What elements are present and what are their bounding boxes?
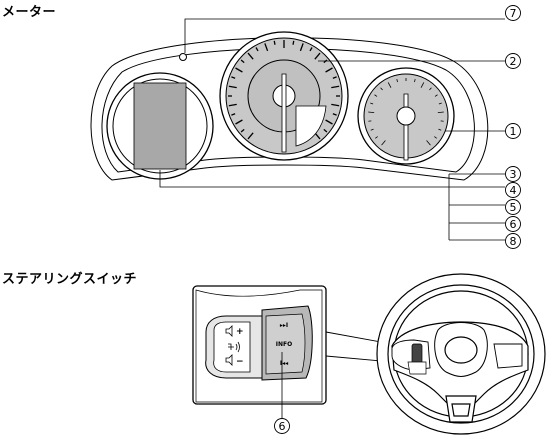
scale-tick	[370, 102, 374, 105]
speedometer-needle	[403, 93, 409, 161]
scale-tick	[228, 85, 237, 89]
scale-tick	[434, 136, 437, 139]
callout-1-circle	[505, 123, 521, 139]
scale-tick	[420, 82, 425, 88]
callout-3: 3	[510, 168, 517, 181]
switch-callout-6: 6	[279, 420, 286, 433]
scale-tick	[325, 119, 333, 125]
voice-icon	[228, 341, 240, 353]
callout-3-circle	[505, 166, 521, 182]
scale-tick	[414, 79, 416, 83]
tachometer-inset-display	[295, 105, 327, 147]
previous-track-button[interactable]: I◂◂	[280, 360, 288, 367]
scale-tick	[434, 94, 438, 97]
info-label: INFO	[276, 341, 292, 348]
volume-up-button[interactable]: +	[225, 325, 244, 337]
scale-tick	[429, 87, 432, 91]
scale-tick	[231, 76, 236, 79]
meter-leader-lines	[159, 18, 505, 241]
speaker-icon	[225, 325, 233, 337]
scale-tick	[247, 52, 254, 60]
callout-7-circle	[505, 5, 521, 21]
switch-callout-6-circle	[274, 418, 290, 434]
meter-callouts	[505, 5, 521, 249]
scale-tick	[374, 94, 378, 97]
left-display-gauge	[106, 72, 214, 180]
scale-tick	[235, 67, 243, 73]
scale-tick	[325, 67, 333, 73]
scale-tick	[370, 128, 374, 131]
scale-tick	[426, 140, 431, 146]
scale-tick	[332, 76, 337, 79]
volume-up-label: +	[236, 327, 244, 337]
scale-tick	[273, 40, 276, 45]
multi-information-display	[133, 82, 187, 170]
callout-1: 1	[510, 125, 517, 138]
callout-8-circle	[505, 233, 521, 249]
volume-down-label: −	[236, 357, 244, 367]
scale-tick	[396, 79, 398, 83]
scale-tick	[240, 59, 245, 64]
callout-2: 2	[510, 55, 517, 68]
steering-wheel	[376, 273, 546, 435]
scale-tick	[387, 82, 392, 88]
speedometer-hub	[396, 106, 416, 126]
scale-tick	[381, 140, 386, 146]
scale-tick	[314, 52, 321, 60]
speedometer	[357, 67, 455, 165]
callout-8: 8	[510, 235, 517, 248]
scale-tick	[438, 102, 442, 105]
callout-4: 4	[510, 184, 517, 197]
callout-7: 7	[510, 7, 517, 20]
scale-tick	[309, 47, 313, 52]
scale-tick	[438, 128, 442, 131]
volume-down-button[interactable]: −	[225, 354, 244, 367]
scale-tick	[437, 111, 444, 114]
scale-tick	[235, 119, 243, 125]
scale-tick	[368, 111, 375, 114]
callout-2-circle	[505, 53, 521, 69]
meter-heading: メーター	[2, 5, 57, 20]
scale-tick	[380, 87, 383, 91]
steering-switch-heading: ステアリングスイッチ	[2, 272, 138, 287]
callout-5: 5	[510, 201, 517, 214]
next-track-icon: ▸▸I	[280, 322, 288, 329]
speedometer-scale-ticks	[368, 78, 444, 146]
info-button[interactable]: INFO	[276, 341, 292, 348]
tachometer-scale-ticks	[228, 40, 340, 140]
scale-tick	[264, 43, 269, 52]
callout-4-circle	[505, 182, 521, 198]
scale-tick	[331, 85, 340, 89]
speaker-icon	[225, 354, 233, 366]
scale-tick	[375, 136, 378, 139]
scale-tick	[332, 113, 337, 116]
callout-6: 6	[510, 218, 517, 231]
switch-detail-view	[192, 285, 327, 405]
callout-6-circle	[505, 216, 521, 232]
voice-button[interactable]	[228, 341, 240, 353]
scale-tick	[240, 128, 245, 133]
tachometer	[219, 31, 349, 161]
scale-tick	[292, 40, 295, 45]
tachometer-needle	[281, 73, 287, 153]
scale-tick	[231, 113, 236, 116]
indicator-light-icon	[179, 53, 187, 61]
scale-tick	[247, 132, 254, 140]
scale-tick	[323, 128, 328, 133]
scale-tick	[299, 43, 304, 52]
prev-track-icon: I◂◂	[280, 360, 288, 367]
scale-tick	[331, 103, 340, 107]
scale-tick	[255, 47, 259, 52]
next-track-button[interactable]: ▸▸I	[280, 322, 288, 329]
callout-5-circle	[505, 199, 521, 215]
scale-tick	[228, 103, 237, 107]
